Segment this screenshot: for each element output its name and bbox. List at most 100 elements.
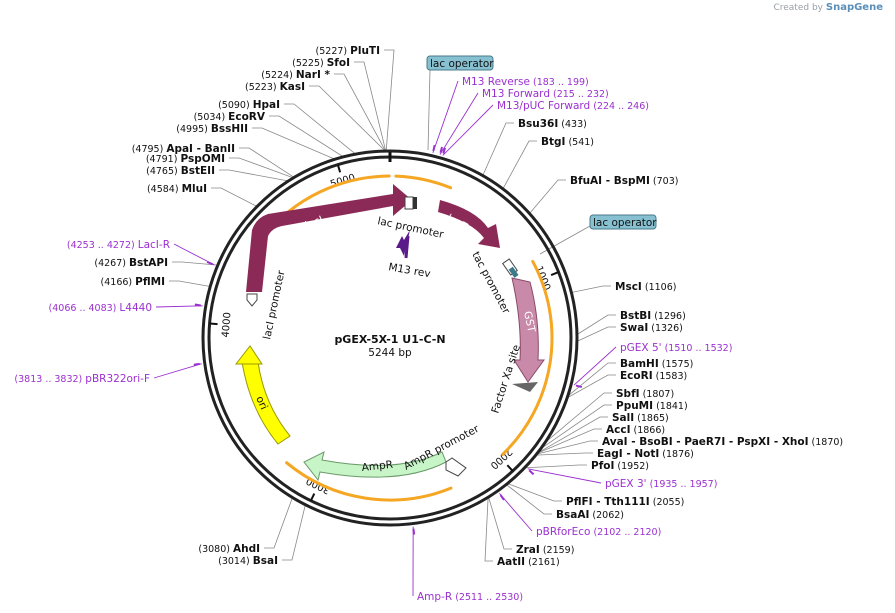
leader-line (524, 464, 587, 469)
site-label-pspomi[interactable]: (4791) PspOMI (146, 153, 225, 165)
tick-label-4000: 4000 (221, 312, 234, 338)
site-label-swai[interactable]: SwaI (1326) (620, 322, 683, 334)
site-label-aatii[interactable]: AatII (2161) (497, 556, 560, 568)
primer-label-m13-reverse[interactable]: M13 Reverse (183 .. 199) (462, 76, 589, 88)
primer-leader (573, 346, 617, 386)
primer-mark (193, 362, 200, 366)
snapgene-logo: SnapGene (825, 2, 883, 13)
primer-label-laci-r[interactable]: (4253 .. 4272) LacI-R (67, 239, 170, 251)
feature-lacZa[interactable] (438, 200, 500, 248)
site-label-ecorv[interactable]: (5034) EcoRV (194, 111, 266, 123)
leader-line (384, 49, 395, 152)
primer-label-l4440[interactable]: (4066 .. 4083) L4440 (49, 302, 152, 314)
feature-ori[interactable] (234, 345, 291, 445)
site-label-bsu36i[interactable]: Bsu36I (433) (518, 118, 587, 130)
leader-line (354, 61, 387, 152)
primer-label-m13-puc-forward[interactable]: M13/pUC Forward (224 .. 246) (497, 100, 649, 112)
primer-mark (412, 528, 416, 535)
lac-operator-box-2[interactable]: lac operator (589, 214, 657, 230)
site-label-pflmi[interactable]: (4166) PflMI (101, 276, 165, 288)
site-label-msci[interactable]: MscI (1106) (615, 281, 676, 293)
primer-label-m13-forward[interactable]: M13 Forward (215 .. 232) (482, 88, 609, 100)
feature-factor-xa (512, 382, 538, 392)
site-label-bsshii[interactable]: (4995) BssHII (176, 123, 248, 135)
primer-leader (442, 104, 494, 156)
plasmid-name: pGEX-5X-1 U1-C-N (334, 333, 445, 346)
primer-mark (575, 384, 583, 389)
site-label-bsai[interactable]: (3014) BsaI (218, 555, 278, 567)
site-label-bsteii[interactable]: (4765) BstEII (146, 165, 215, 177)
site-label-sfoi[interactable]: (5225) SfoI (292, 57, 350, 69)
site-label-bfuai[interactable]: BfuAI - BspMI (703) (570, 175, 678, 187)
site-label-ecori[interactable]: EcoRI (1583) (620, 370, 687, 382)
site-label-pflfi[interactable]: PflFI - Tth111I (2055) (566, 496, 684, 508)
site-label-ahdi[interactable]: (3080) AhdI (198, 543, 260, 555)
primer-label-pbr322ori-f[interactable]: (3813 .. 3832) pBR322ori-F (14, 373, 150, 385)
site-label-bamhi[interactable]: BamHI (1575) (620, 358, 693, 370)
feature-label-lac-promoter: lac promoter (376, 215, 445, 241)
leader-line (536, 440, 598, 455)
primer-labels: M13 Reverse (183 .. 199)M13 Forward (215… (14, 76, 732, 603)
feature-lacI-promoter (246, 293, 258, 307)
leader-line (488, 496, 512, 550)
site-label-sbfi[interactable]: SbfI (1807) (616, 388, 674, 400)
leader-line (252, 127, 336, 160)
feature-AmpR[interactable] (303, 451, 467, 482)
primer-label-pgex-3-[interactable]: pGEX 3' (1935 .. 1957) (605, 478, 717, 490)
site-label-eagi[interactable]: EagI - NotI (1876) (597, 448, 694, 460)
leader-line (507, 483, 562, 502)
site-label-ppumi[interactable]: PpuMI (1841) (616, 400, 688, 412)
site-label-bstapi[interactable]: (4267) BstAPI (94, 257, 168, 269)
primer-mark (528, 469, 535, 476)
site-label-bstbi[interactable]: BstBI (1296) (620, 310, 686, 322)
lac-operator-box-1[interactable]: lac operator (426, 55, 494, 71)
feature-m13-rev (396, 230, 410, 259)
site-label-kasi[interactable]: (5223) KasI (245, 81, 305, 93)
lac-operator-shape (413, 197, 417, 209)
site-label-avai[interactable]: AvaI - BsoBI - PaeR7I - PspXI - XhoI (18… (602, 436, 843, 448)
site-label-sali[interactable]: SalI (1865) (612, 412, 669, 424)
primer-mark (206, 261, 214, 266)
tick-mark-3000 (309, 493, 316, 502)
leader-line (219, 169, 289, 182)
site-label-pfoi[interactable]: PfoI (1952) (591, 460, 649, 472)
site-label-nari[interactable]: (5224) NarI * (261, 69, 330, 81)
credit-prefix: Created by (773, 3, 823, 13)
primer-label-pbrforeco[interactable]: pBRforEco (2102 .. 2120) (536, 526, 661, 538)
tick-mark-1000 (550, 271, 559, 276)
orange-arc-lacza (394, 174, 453, 190)
backbone-outer (201, 149, 579, 527)
feature-GST[interactable] (511, 277, 545, 383)
leader-line (576, 314, 616, 335)
leader-line (535, 452, 593, 456)
feature-lacI[interactable] (246, 184, 412, 292)
site-label-pluti[interactable]: (5227) PluTI (316, 45, 380, 57)
leader-line (264, 497, 293, 549)
site-label-apai[interactable]: (4795) ApaI - BanII (132, 143, 235, 155)
primer-leader (153, 363, 202, 379)
site-label-bsaai[interactable]: BsaAI (2062) (556, 509, 624, 521)
leader-line (229, 157, 294, 179)
site-label-mlui[interactable]: (4584) MluI (147, 183, 207, 195)
leader-line (544, 392, 612, 444)
primer-label-pgex-5-[interactable]: pGEX 5' (1510 .. 1532) (620, 342, 732, 354)
leader-line (571, 285, 611, 293)
leader-line (537, 416, 608, 454)
leader-line (529, 179, 566, 214)
site-label-hpai[interactable]: (5090) HpaI (218, 99, 280, 111)
primer-label-amp-r[interactable]: Amp-R (2511 .. 2530) (417, 591, 523, 603)
feature-label-laci-promoter: lacI promoter (261, 269, 287, 341)
snapgene-credit: Created by SnapGene (773, 2, 883, 13)
leader-line (309, 85, 386, 152)
site-label-zrai[interactable]: ZraI (2159) (516, 544, 574, 556)
site-label-acci[interactable]: AccI (1866) (606, 424, 665, 436)
leader-line (576, 326, 616, 342)
feature-label-AmpR-promoter: AmpR promoter (402, 423, 482, 473)
site-label-btgi[interactable]: BtgI (541) (541, 136, 594, 148)
leader-line (239, 147, 295, 178)
primer-mark (194, 303, 201, 307)
tick-mark-2000 (506, 464, 514, 472)
primer-leader (499, 493, 533, 532)
feature-label-AmpR: AmpR (361, 459, 393, 474)
